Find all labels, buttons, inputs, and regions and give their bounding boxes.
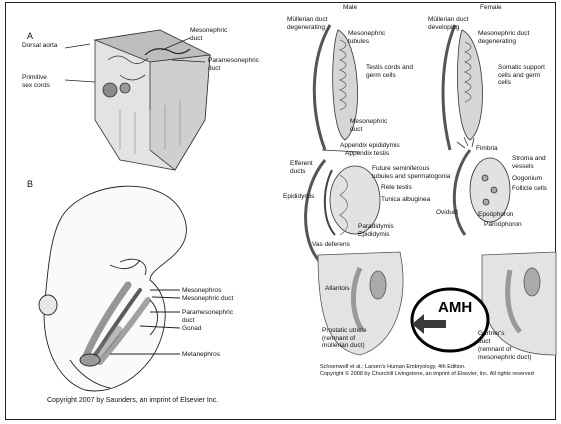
label-appendix-testis: Appendix testis [345, 150, 389, 158]
copyright-saunders: Copyright 2007 by Saunders, an imprint o… [47, 397, 218, 404]
label-tunica-albuginea: Tunica albuginea [381, 196, 430, 204]
panel-b-letter: B [27, 181, 33, 189]
label-mesonephric-tubules: Mesonephric tubules [348, 30, 385, 45]
label-appendix-epididymis: Appendix epididymis [340, 142, 400, 150]
label-fimbria: Fimbria [476, 145, 498, 153]
label-gartners-duct: Gartner's duct [478, 330, 505, 345]
label-paramesonephric-duct-b: Paramesonephric duct [182, 309, 233, 324]
label-stroma: Stroma and vessels [512, 155, 546, 170]
female-top-drawing [443, 25, 482, 150]
label-somatic-support: Somatic support cells and germ cells [498, 64, 545, 87]
label-remnant-mesonephric: (remnant of mesonephric duct) [478, 346, 531, 361]
label-epididymis-left: Epididymis [283, 193, 314, 201]
label-efferent-ducts: Efferent ducts [290, 160, 313, 175]
citation-larsen: Schoenwolf et al.: Larsen's Human Embryo… [320, 364, 534, 378]
panel-a-cross-section [65, 30, 210, 170]
panel-a-letter: A [27, 33, 33, 41]
header-male: Male [343, 4, 357, 12]
label-vas-deferens: Vas deferens [312, 241, 350, 249]
label-mesonephric-duct-b: Mesonephric duct [182, 295, 233, 303]
label-follicle-cells: Follicle cells [512, 185, 547, 193]
label-paramesonephric-duct-a: Paramesonephric duct [208, 57, 259, 72]
label-mullerian-developing: Müllerian duct developing [428, 16, 468, 31]
label-mesonephros: Mesonephros [182, 287, 221, 295]
label-testis-cords: Testis cords and germ cells [366, 64, 413, 79]
label-mesonephric-duct-male: Mesonephric duct [350, 118, 387, 133]
label-paradidymis: Paradidymis [358, 223, 394, 231]
label-mullerian-degenerating: Müllerian duct degenerating [287, 16, 327, 31]
label-prostatic-utricle: Prostatic utricle (remnant of müllerian … [322, 327, 366, 350]
label-allantois: Allantois [325, 285, 350, 293]
label-metanephros: Metanephros [182, 351, 220, 359]
label-paroophoron: Paroöphoron [484, 221, 522, 229]
label-oogonium: Oogonium [512, 175, 542, 183]
label-epididymis: Epididymis [358, 231, 389, 239]
label-mesonephric-degenerating: Mesonephric duct degenerating [478, 30, 529, 45]
label-oviduct: Oviduct [436, 209, 458, 217]
label-primitive-sex-cords: Primitive sex cords [22, 74, 50, 89]
label-rete-testis: Rete testis [381, 184, 412, 192]
panel-b-embryo [39, 186, 186, 391]
label-epoophoron: Epoöphoron [478, 211, 513, 219]
label-mesonephric-duct-a: Mesonephric duct [190, 27, 227, 42]
header-female: Female [480, 4, 502, 12]
label-future-seminiferous: Future seminiferous tubules and spermato… [372, 165, 450, 180]
label-gonad: Gonad [182, 325, 202, 333]
label-dorsal-aorta: Dorsal aorta [22, 42, 57, 50]
amh-label: AMH [438, 299, 472, 316]
